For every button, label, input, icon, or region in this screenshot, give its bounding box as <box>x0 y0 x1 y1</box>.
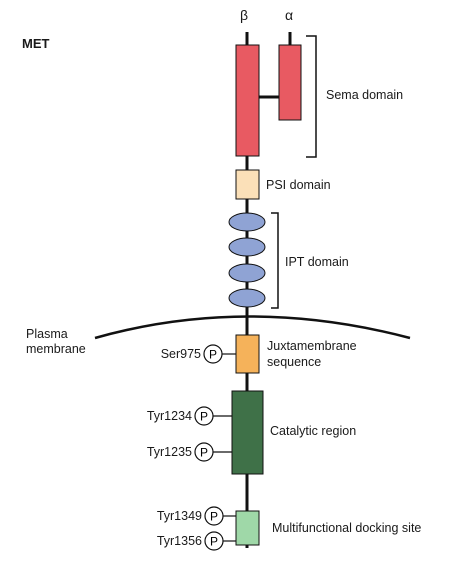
catalytic-region-block <box>231 390 264 475</box>
beta-chain-label: β <box>240 7 249 23</box>
juxtamembrane-block <box>235 334 260 374</box>
site-label-tyr1349: Tyr1349 <box>156 509 202 523</box>
sema-beta-block <box>235 44 260 157</box>
site-label-ser975: Ser975 <box>160 347 201 361</box>
svg-text:P: P <box>200 410 208 424</box>
sema-domain-label: Sema domain <box>326 88 404 102</box>
site-label-tyr1356: Tyr1356 <box>156 534 202 548</box>
docking-site-label: Multifunctional docking site <box>272 521 422 535</box>
site-label-tyr1234: Tyr1234 <box>146 409 192 423</box>
phosphate-tyr1356: P <box>204 531 224 551</box>
svg-text:P: P <box>210 510 218 524</box>
sema-alpha-block <box>278 44 302 121</box>
phosphate-ser975: P <box>203 344 223 364</box>
ipt-ellipse-3 <box>228 263 266 283</box>
sema-bracket <box>306 35 317 158</box>
phosphate-tyr1349: P <box>204 506 224 526</box>
psi-domain-label: PSI domain <box>266 178 331 192</box>
catalytic-region-label: Catalytic region <box>270 424 357 438</box>
ipt-domain-label: IPT domain <box>285 255 349 269</box>
juxtamembrane-label-line2: sequence <box>267 355 322 369</box>
ipt-ellipse-4 <box>228 288 266 308</box>
ipt-ellipse-2 <box>228 237 266 257</box>
alpha-chain-label: α <box>285 7 294 23</box>
docking-site-block <box>235 510 260 546</box>
plasma-membrane-label-line1: Plasma <box>26 327 68 341</box>
svg-text:P: P <box>210 535 218 549</box>
diagram-title: MET <box>22 36 50 51</box>
psi-domain-block <box>235 169 260 200</box>
plasma-membrane-label-line2: membrane <box>26 342 86 356</box>
site-label-tyr1235: Tyr1235 <box>146 445 192 459</box>
phosphate-tyr1235: P <box>194 442 214 462</box>
phosphate-tyr1234: P <box>194 406 214 426</box>
ipt-bracket <box>271 212 279 309</box>
svg-text:P: P <box>200 446 208 460</box>
ipt-ellipse-1 <box>228 212 266 232</box>
svg-text:P: P <box>209 348 217 362</box>
juxtamembrane-label-line1: Juxtamembrane <box>267 339 357 353</box>
plasma-membrane-curve <box>94 315 411 340</box>
